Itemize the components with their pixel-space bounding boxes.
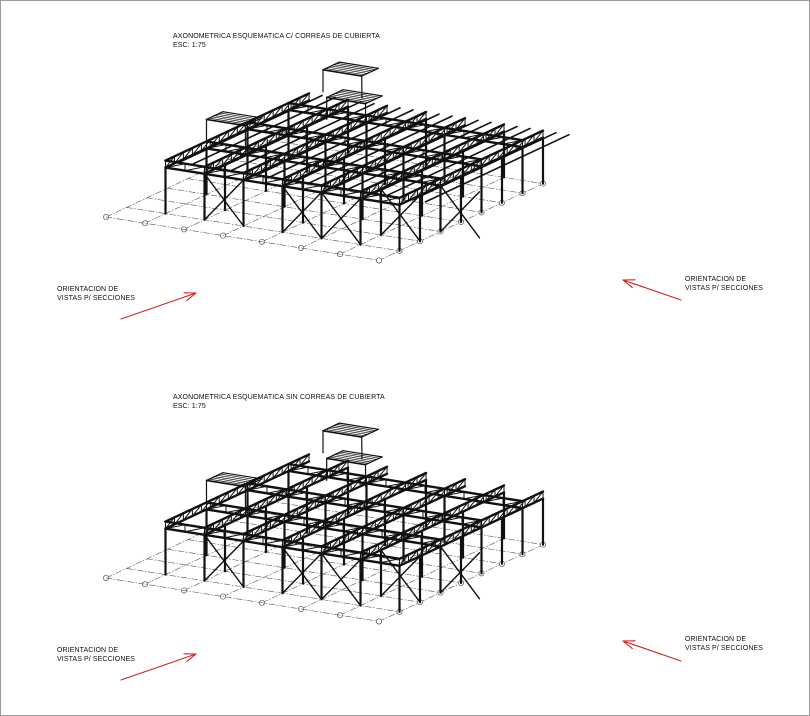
cross-bracing [203,173,481,246]
orientation-arrow-left [120,653,197,681]
orientation-arrow-right [622,640,682,662]
view-1-structure [103,61,682,320]
grid-bubble [376,257,382,264]
orientation-arrow-right [622,279,682,301]
columns [164,105,545,252]
cross-bracing [203,534,481,607]
grid-bubble [376,618,382,625]
view-1-orientation-left-line-2: VISTAS P/ SECCIONES [57,295,136,302]
orientation-arrows [120,640,682,681]
rooftop-frames [205,61,383,149]
orientation-arrow-left [120,292,197,320]
orientation-arrows [120,279,682,320]
roof-purlins [177,94,570,203]
view-2-scale: ESC: 1:75 [173,403,206,410]
view-1-orientation-label-left: ORIENTACION DE VISTAS P/ SECCIONES [57,285,135,303]
view-1-title: AXONOMETRICA ESQUEMATICA C/ CORREAS DE C… [173,33,380,40]
rooftop-frames [205,422,383,510]
view-2-orientation-label-left: ORIENTACION DE VISTAS P/ SECCIONES [57,646,135,664]
roof-trusses [164,453,545,567]
view-1-orientation-right-line-2: VISTAS P/ SECCIONES [685,285,764,292]
view-1-orientation-left-line-1: ORIENTACION DE [57,286,119,293]
grid-bubble [298,606,304,612]
view-2-orientation-left-line-2: VISTAS P/ SECCIONES [57,656,136,663]
grid-bubble [142,581,148,588]
view-2-structure [103,422,682,681]
view-1-scale: ESC: 1:75 [173,42,206,49]
view-2-title: AXONOMETRICA ESQUEMATICA SIN CORREAS DE … [173,394,385,401]
grid-bubble [142,220,148,227]
view-2-orientation-left-line-1: ORIENTACION DE [57,647,119,654]
view-2-orientation-right-line-1: ORIENTACION DE [685,636,747,643]
view-1-orientation-label-right: ORIENTACION DE VISTAS P/ SECCIONES [685,275,763,293]
view-2-orientation-label-right: ORIENTACION DE VISTAS P/ SECCIONES [685,635,763,653]
view-1-title-block: AXONOMETRICA ESQUEMATICA C/ CORREAS DE C… [173,32,380,50]
view-2-title-block: AXONOMETRICA ESQUEMATICA SIN CORREAS DE … [173,393,385,411]
view-1-orientation-right-line-1: ORIENTACION DE [685,276,747,283]
grid-bubble [298,245,304,251]
view-2-orientation-right-line-2: VISTAS P/ SECCIONES [685,645,764,652]
